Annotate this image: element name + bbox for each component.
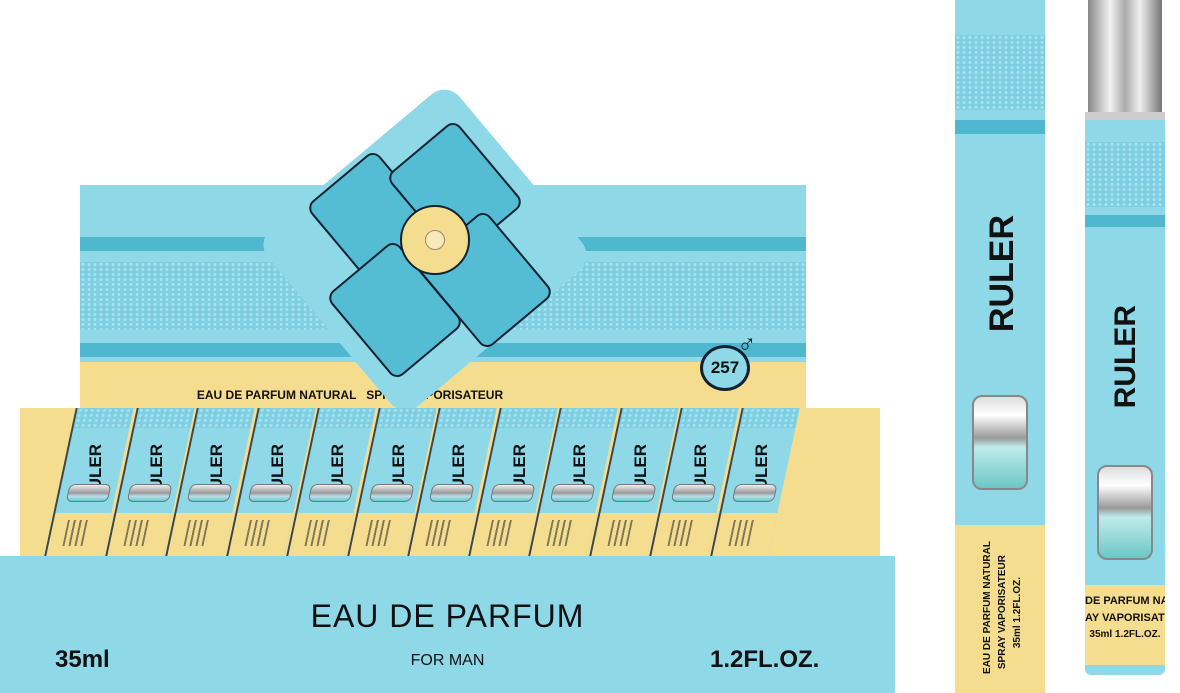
audience: FOR MAN [410, 652, 485, 669]
volume-ml: 35ml [55, 646, 110, 673]
perfume-bottle-image [549, 484, 596, 502]
box-text-line2: SPRAY VAPORISATEUR [997, 555, 1008, 670]
box-text-line3: 35ml 1.2FL.OZ. [1012, 577, 1023, 649]
perfume-bottle-image [731, 484, 778, 502]
mesh-band [678, 408, 739, 428]
perfume-bottle-image [307, 484, 354, 502]
mesh-band [955, 35, 1045, 110]
perfume-bottle-image [489, 484, 536, 502]
yellow-band: DE PARFUM NAT AY VAPORISATE 35ml 1.2FL.O… [1085, 585, 1165, 665]
mesh-band [1085, 142, 1165, 207]
display-front-panel: EAU DE PARFUM 35ml FOR MAN 1.2FL.OZ. [0, 556, 895, 693]
tube-text-line2: AY VAPORISATE [1085, 612, 1165, 624]
yellow-band: EAU DE PARFUM NATURAL SPRAY VAPORISATEUR… [955, 525, 1045, 693]
tube-brand: RULER [1109, 305, 1142, 409]
badge-number: 257 [710, 358, 740, 377]
roll-on-tube: RULER DE PARFUM NAT AY VAPORISATE 35ml 1… [1085, 120, 1165, 675]
volume-oz: 1.2FL.OZ. [710, 646, 820, 673]
mesh-band [738, 408, 800, 428]
perfume-bottle-image [428, 484, 475, 502]
revolver-cylinder-graphic [255, 81, 595, 419]
tube-cap [1088, 0, 1162, 115]
front-title: EAU DE PARFUM [310, 598, 585, 634]
perfume-bottle-image [247, 484, 294, 502]
mesh-band [315, 408, 376, 428]
perfume-bottle-image [972, 395, 1028, 490]
tube-text-line1: DE PARFUM NAT [1085, 595, 1165, 607]
stripe [955, 120, 1045, 134]
perfume-bottle-image [65, 484, 112, 502]
perfume-bottle-image [1097, 465, 1153, 560]
mesh-band [194, 408, 255, 428]
perfume-bottle-image [610, 484, 657, 502]
mesh-band [133, 408, 195, 428]
mesh-band [254, 408, 316, 428]
box-text-line1: EAU DE PARFUM NATURAL [982, 541, 993, 674]
tube-text-line3: 35ml 1.2FL.OZ. [1089, 629, 1161, 640]
male-symbol-icon: ♂ [737, 328, 757, 358]
perfume-bottle-image [126, 484, 173, 502]
back-panel-text: EAU DE PARFUM NATURAL SPRAY VAPORISATEUR [196, 388, 504, 402]
mesh-band [375, 408, 437, 428]
mesh-band [436, 408, 497, 428]
badge-257: 257 [700, 345, 750, 391]
mesh-band [496, 408, 558, 428]
mesh-band [617, 408, 679, 428]
box-brand: RULER [983, 215, 1021, 333]
cylinder-center [425, 230, 445, 250]
tube-neck [1085, 112, 1165, 122]
mesh-band [557, 408, 618, 428]
perfume-bottle-image [368, 484, 415, 502]
stripe [1085, 215, 1165, 227]
mesh-band [73, 408, 134, 428]
perfume-bottle-image [670, 484, 717, 502]
perfume-bottle-image [186, 484, 233, 502]
single-box: RULER EAU DE PARFUM NATURAL SPRAY VAPORI… [955, 0, 1045, 693]
